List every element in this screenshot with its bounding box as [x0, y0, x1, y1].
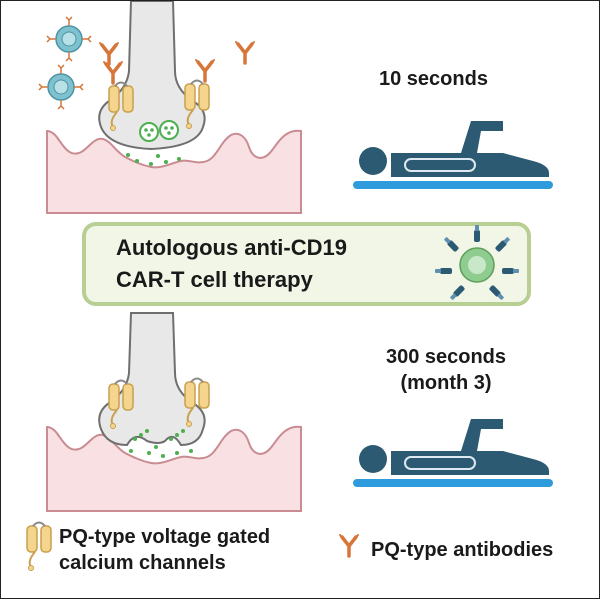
bottom-released-transmitter: [129, 429, 193, 458]
top-vesicles: [139, 120, 179, 142]
legend-channel-label-line1: PQ-type voltage gated: [59, 526, 271, 548]
center-box-title-line2: CAR-T cell therapy: [116, 267, 313, 292]
legend-channel-label-line2: calcium channels: [59, 552, 226, 574]
legend-antibody-icon: [338, 533, 360, 558]
bottom-time-label: 300 seconds: [385, 346, 507, 368]
bottom-postsynaptic-tissue: [46, 425, 302, 512]
top-antibody-4: [234, 40, 256, 65]
top-antibody-3: [194, 58, 216, 83]
bottom-presynaptic-terminal: [98, 312, 206, 447]
top-released-transmitter: [126, 153, 181, 166]
top-antibody-2: [98, 41, 120, 66]
cart-cell-icon: [435, 225, 519, 301]
bottom-patient-icon: [352, 418, 554, 488]
legend-channel-icon: [26, 521, 52, 572]
top-tcell-2: [38, 64, 84, 110]
top-time-label: 10 seconds: [379, 68, 488, 90]
top-synapse: [38, 1, 302, 214]
top-patient-icon: [352, 120, 554, 190]
center-box-title-line1: Autologous anti-CD19: [116, 235, 347, 260]
top-postsynaptic-tissue: [46, 129, 302, 214]
top-tcell-1: [46, 16, 92, 62]
bottom-synapse: [46, 312, 302, 512]
center-box-frame: [82, 222, 531, 306]
top-antibody-1: [102, 60, 124, 85]
legend-antibody-label: PQ-type antibodies: [371, 539, 554, 561]
bottom-time-sublabel: (month 3): [400, 372, 492, 394]
